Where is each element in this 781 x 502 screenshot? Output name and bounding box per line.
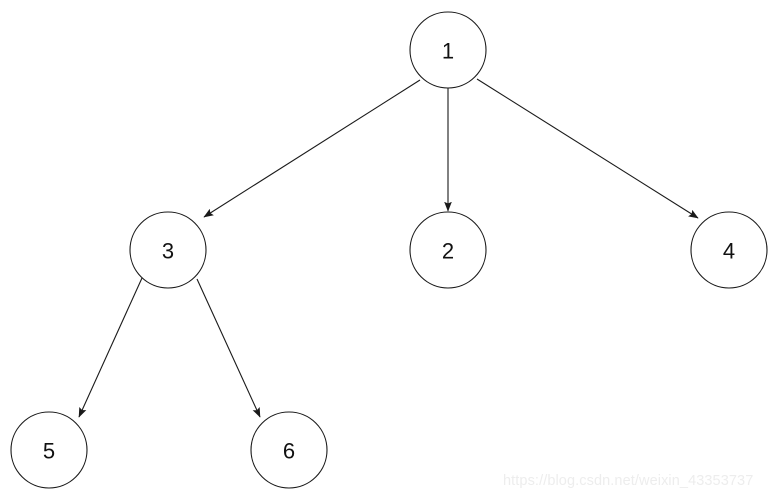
node-3[interactable]: 3 — [129, 211, 207, 289]
edge-n3-to-n6 — [196, 278, 261, 418]
node-label-6: 6 — [283, 439, 295, 464]
node-circle-3[interactable] — [129, 211, 207, 289]
node-label-1: 1 — [442, 39, 454, 64]
node-4[interactable]: 4 — [690, 211, 768, 289]
edges-group — [78, 78, 699, 418]
node-circle-2[interactable] — [409, 211, 487, 289]
node-6[interactable]: 6 — [250, 411, 328, 489]
edge-n3-to-n5 — [78, 277, 143, 418]
node-label-2: 2 — [442, 239, 454, 264]
node-label-3: 3 — [162, 239, 174, 264]
node-1[interactable]: 1 — [409, 11, 487, 89]
node-circle-4[interactable] — [690, 211, 768, 289]
node-5[interactable]: 5 — [10, 411, 88, 489]
node-circle-5[interactable] — [10, 411, 88, 489]
node-circle-1[interactable] — [409, 11, 487, 89]
node-label-5: 5 — [43, 439, 55, 464]
node-2[interactable]: 2 — [409, 211, 487, 289]
edge-n1-to-n4 — [476, 78, 699, 219]
node-label-4: 4 — [723, 239, 735, 264]
csdn-watermark: https://blog.csdn.net/weixin_43353737 — [503, 473, 754, 489]
edge-n1-to-n3 — [203, 79, 421, 218]
node-circle-6[interactable] — [250, 411, 328, 489]
nodes-group: 1 3 2 4 5 6 — [10, 11, 768, 489]
